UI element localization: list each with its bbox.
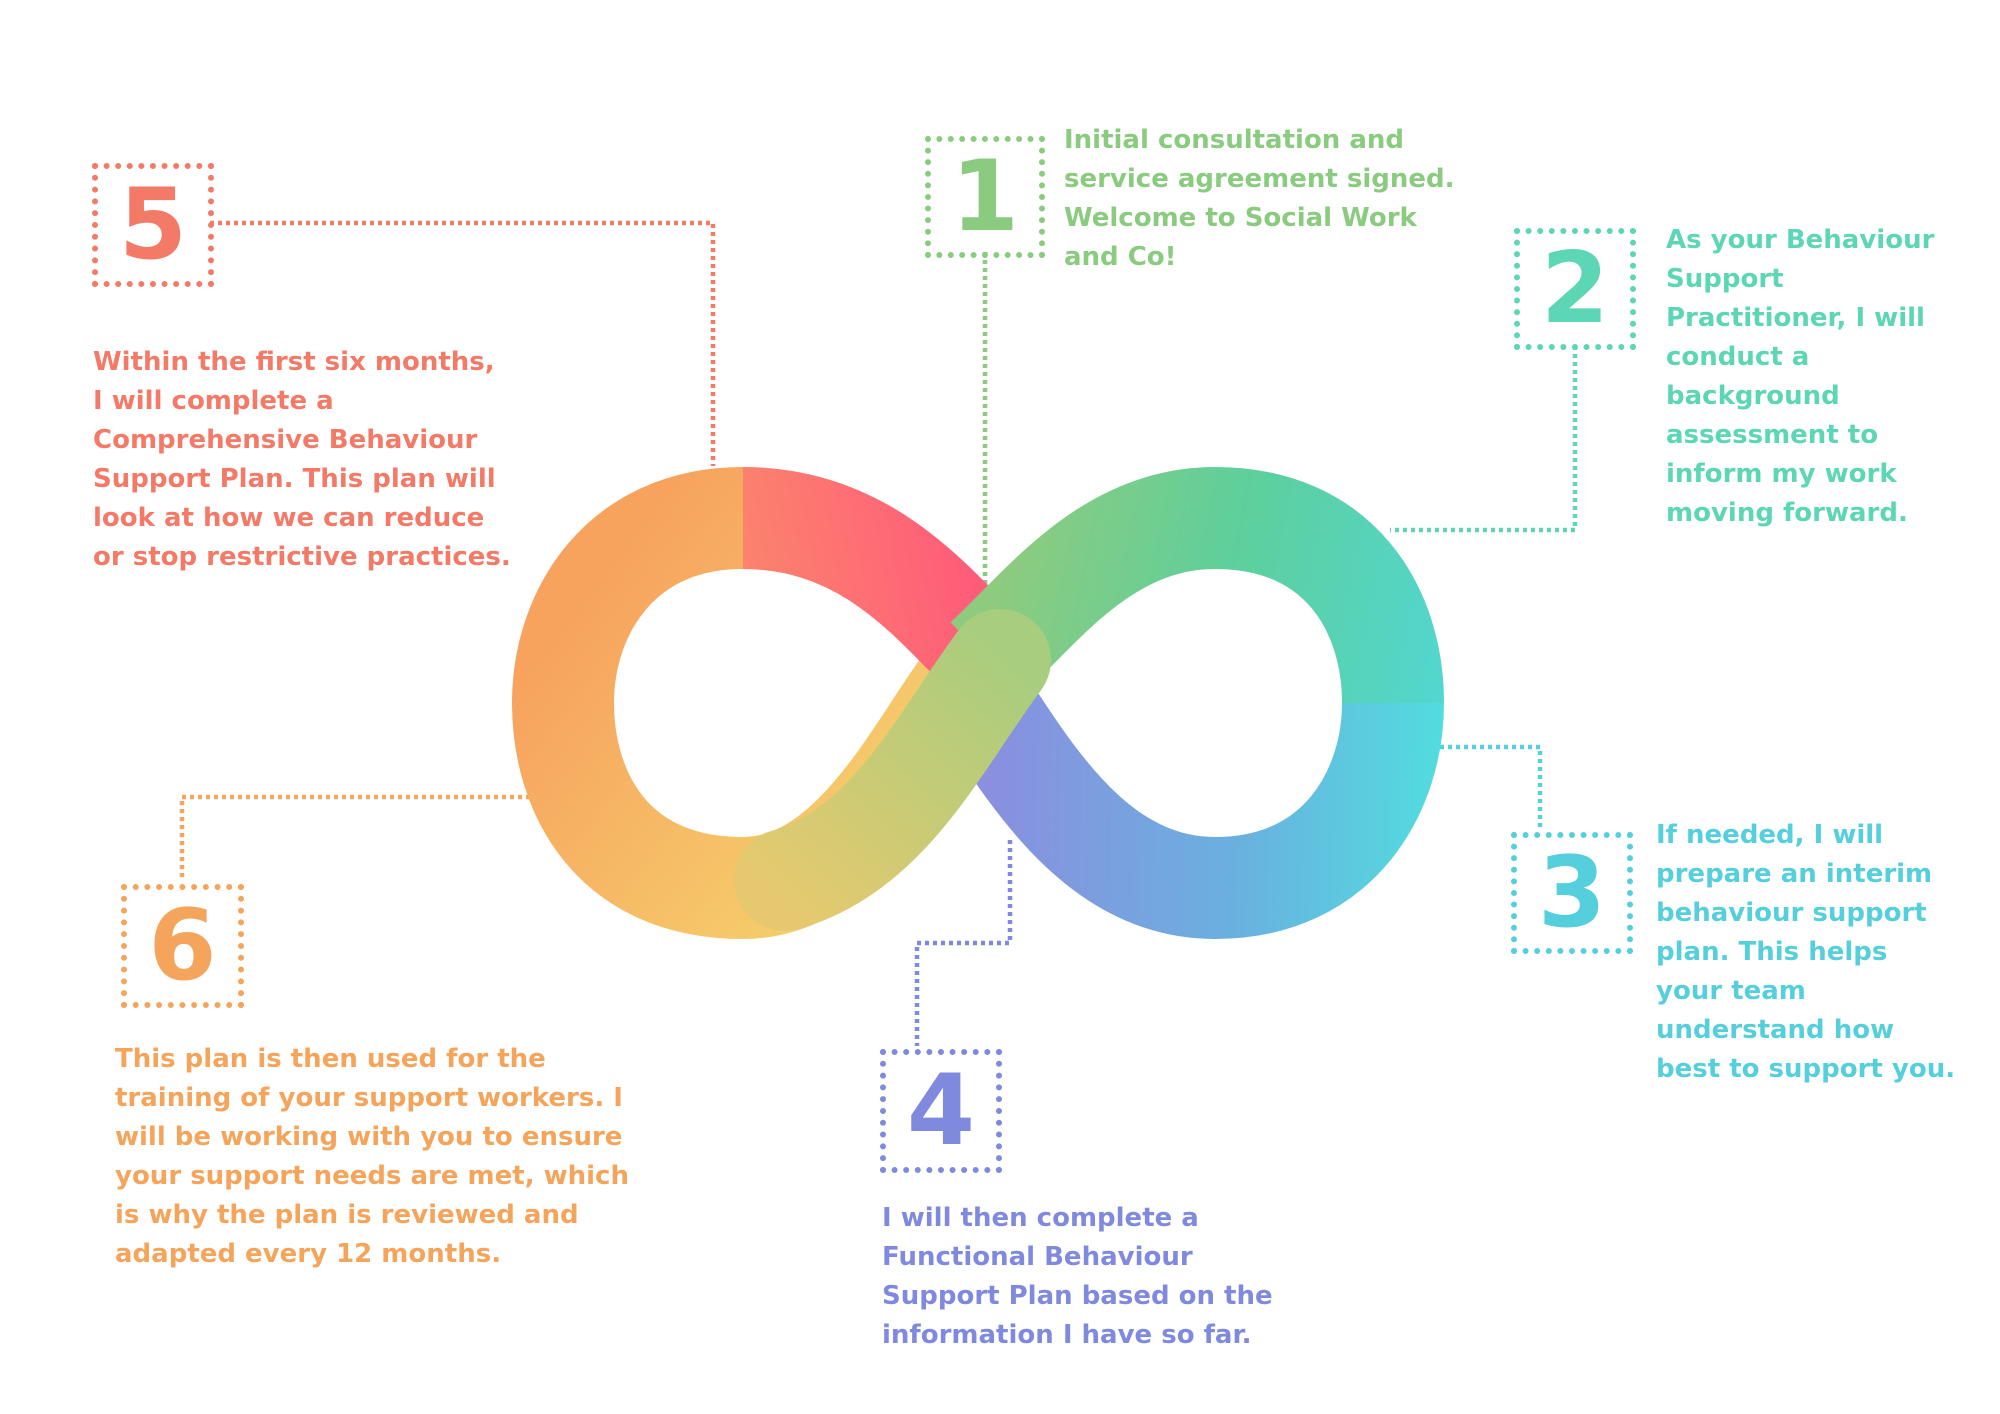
step-6-number-box: 6 [121,884,244,1008]
step-1-number-box: 1 [925,136,1045,258]
step-3-number: 3 [1538,844,1606,942]
step-2-description: As your Behaviour Support Practitioner, … [1666,221,1960,533]
step-5-number-box: 5 [92,163,214,287]
step-4-number-box: 4 [880,1049,1002,1173]
connector-6 [182,797,530,881]
step-4-description: I will then complete a Functional Behavi… [882,1199,1282,1355]
infinity-loop [563,518,1393,888]
step-6-number: 6 [148,897,216,995]
step-5-number: 5 [119,176,187,274]
step-2-number-box: 2 [1514,228,1636,350]
connector-2 [1390,346,1575,530]
step-5-description: Within the first six months, I will comp… [93,343,513,577]
step-4-number: 4 [907,1062,975,1160]
step-1-number: 1 [951,148,1019,246]
connector-3 [1440,747,1540,829]
step-3-description: If needed, I will prepare an interim beh… [1656,816,1956,1089]
connector-4 [917,840,1010,1046]
infinity-left-top [743,518,985,655]
infinity-right-bottom [985,703,1393,888]
step-2-number: 2 [1541,240,1609,338]
step-1-description: Initial consultation and service agreeme… [1064,121,1460,277]
step-6-description: This plan is then used for the training … [115,1040,645,1274]
infinity-crossover [785,660,1000,880]
step-3-number-box: 3 [1511,832,1633,954]
